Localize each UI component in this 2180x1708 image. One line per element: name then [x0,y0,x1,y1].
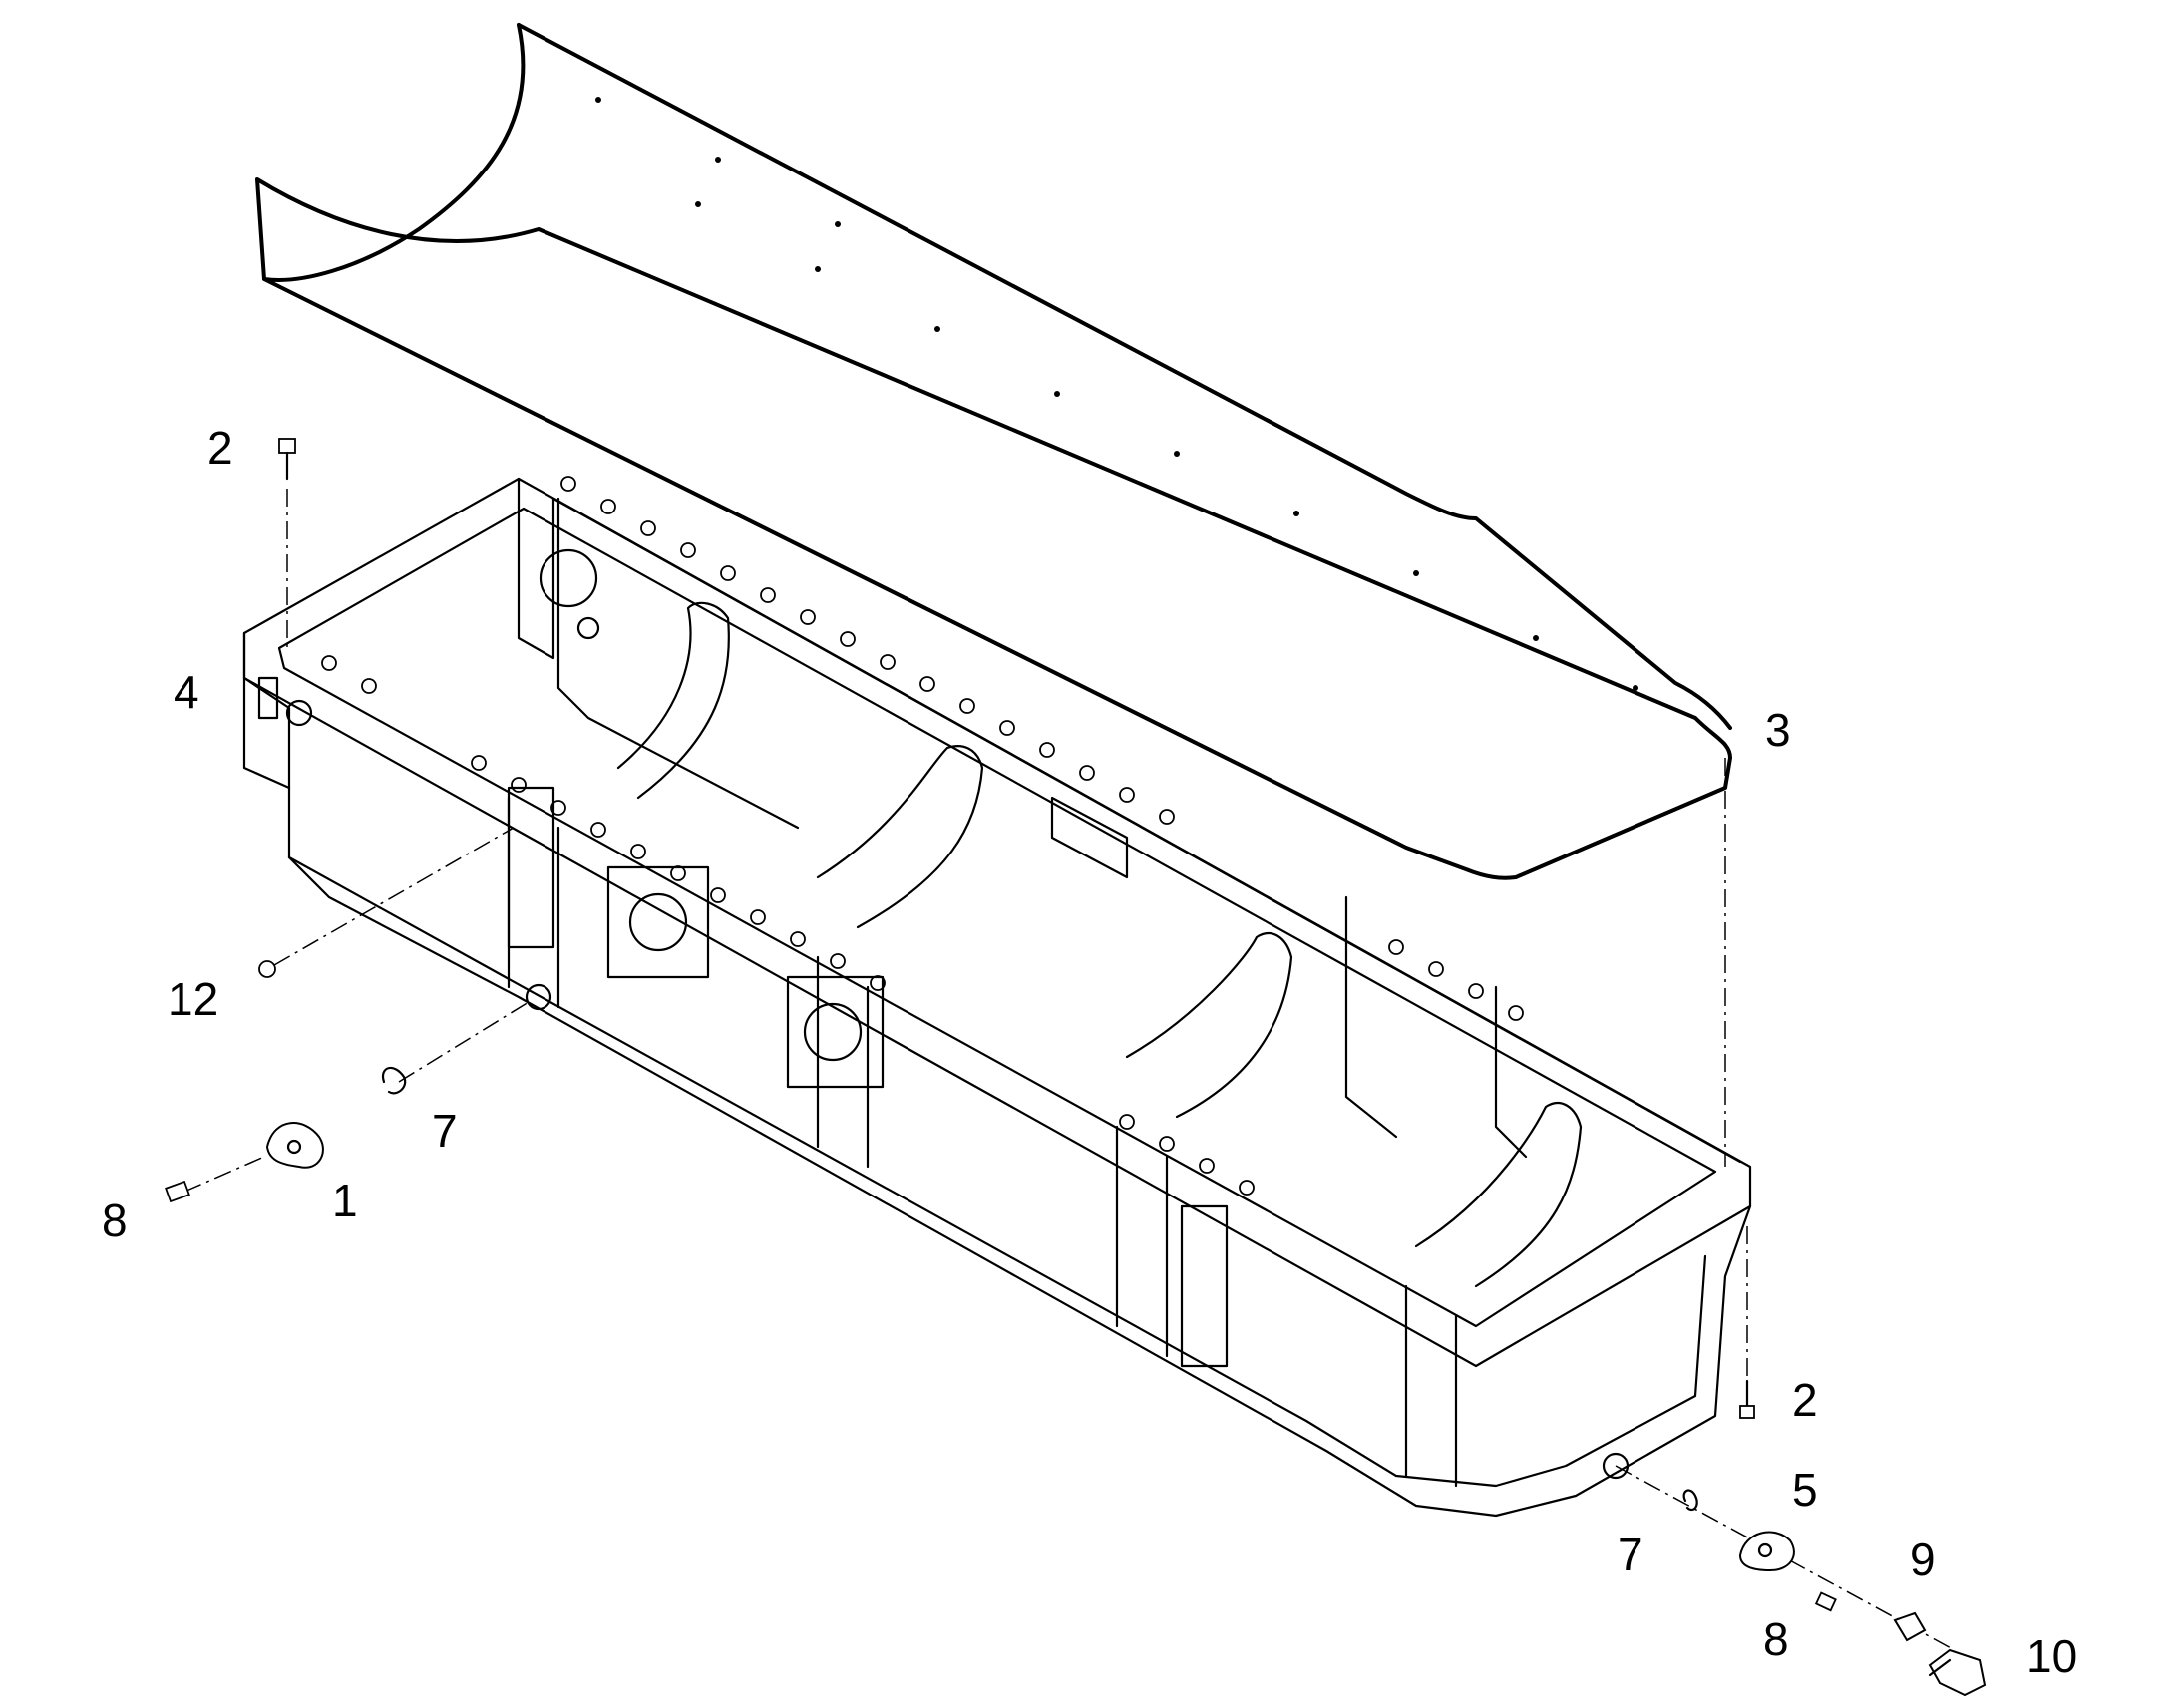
oil-pan-body [242,476,1752,1518]
callout-8-right: 8 [1763,1613,1789,1665]
cover-assembly-left [165,1001,530,1203]
callout-7-right: 7 [1618,1529,1643,1580]
callout-4: 4 [174,666,199,718]
callout-7-left: 7 [432,1105,458,1157]
callout-1: 1 [332,1175,358,1226]
gasket-part-3 [255,23,1732,880]
callout-2-top: 2 [207,422,233,474]
callout-8-left: 8 [102,1195,128,1246]
callout-12: 12 [168,973,218,1025]
cover-plate-part-1 [265,1122,324,1169]
callout-9: 9 [1910,1534,1936,1585]
bolt-part-8-right [1814,1591,1837,1612]
plug-part-12 [258,827,515,978]
o-ring-part-7-right [1682,1489,1698,1512]
cover-assembly-right [1615,1465,1987,1697]
bolt-part-2-right [1724,758,1755,1419]
callout-labels: 2 4 3 12 7 1 8 2 5 7 9 8 10 [102,422,2077,1682]
callout-5: 5 [1792,1464,1818,1516]
callout-10: 10 [2026,1630,2077,1682]
callout-3: 3 [1765,704,1791,756]
o-ring-part-7-left [381,1066,407,1095]
bolt-part-8-left [165,1180,190,1203]
valve-part-10 [1928,1648,1987,1697]
pan-flange-part-4 [242,631,313,790]
bolt-part-2-top [278,438,296,648]
adapter-part-9 [1893,1611,1927,1642]
cover-plate-part-5 [1738,1531,1795,1572]
flange-bolts [321,476,1524,1196]
callout-2-right: 2 [1792,1374,1818,1426]
gasket-dots [595,97,1638,691]
